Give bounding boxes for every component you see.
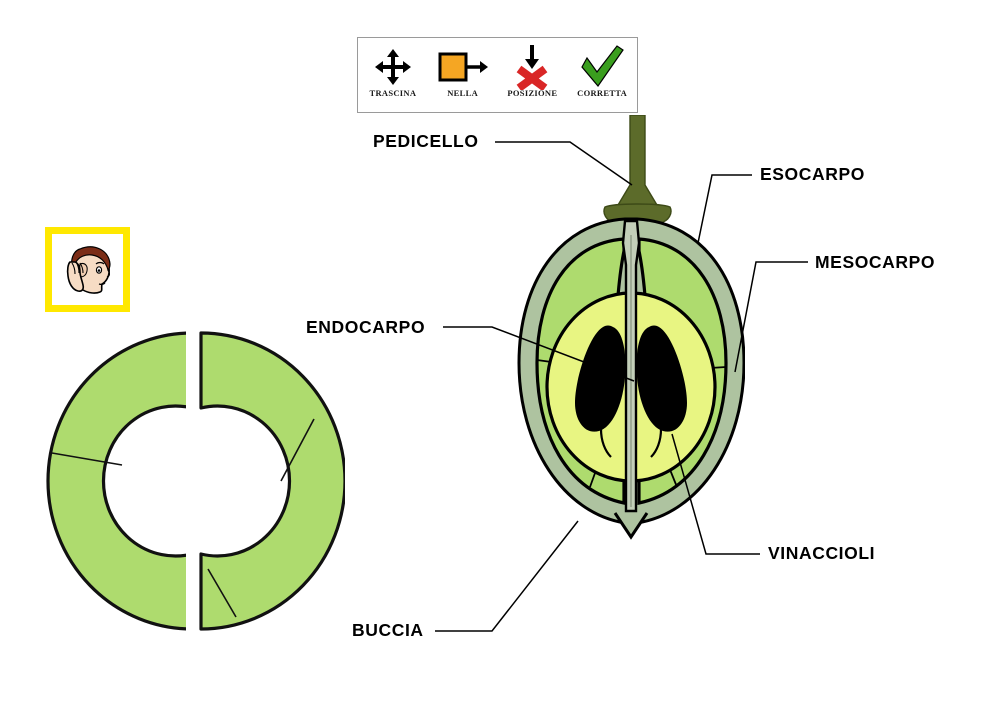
label-buccia[interactable]: BUCCIA (352, 620, 424, 640)
ring-right-half (199, 331, 345, 631)
ring-left-half (46, 331, 186, 631)
instruction-step-corretta[interactable]: CORRETTA (567, 38, 637, 112)
instruction-step-label: POSIZIONE (507, 88, 558, 98)
pedicel-shape (603, 114, 672, 224)
seed-tails (599, 428, 663, 458)
instruction-step-trascina[interactable]: TRASCINA (358, 38, 428, 112)
vascular-strand (621, 219, 641, 513)
red-x-down-arrow-icon (510, 44, 554, 90)
label-endocarpo[interactable]: ENDOCARPO (306, 317, 426, 337)
label-pedicello[interactable]: PEDICELLO (373, 131, 479, 151)
instruction-step-label: CORRETTA (577, 88, 628, 98)
instruction-step-posizione[interactable]: POSIZIONE (498, 38, 568, 112)
leader-mesocarpo (734, 261, 808, 373)
label-esocarpo[interactable]: ESOCARPO (760, 164, 865, 184)
listen-head-icon-inner (52, 234, 123, 305)
orange-square-arrow-icon (437, 44, 489, 89)
instruction-step-nella[interactable]: NELLA (428, 38, 498, 112)
instruction-bar: TRASCINA NELLA (357, 37, 638, 113)
instruction-step-label: NELLA (447, 88, 479, 98)
instruction-step-label: TRASCINA (369, 88, 417, 98)
label-vinaccioli[interactable]: VINACCIOLI (768, 543, 876, 563)
listen-head-icon[interactable] (45, 227, 130, 312)
seed-right (636, 325, 687, 432)
grape-berry-cross-section[interactable] (455, 114, 746, 565)
head-with-hand-to-ear-icon (66, 246, 111, 294)
berry-base-notch (613, 512, 649, 540)
label-mesocarpo[interactable]: MESOCARPO (815, 252, 936, 272)
move-arrows-icon (373, 44, 413, 89)
green-check-icon (579, 44, 625, 89)
grape-ring-cross-section[interactable] (40, 325, 345, 635)
